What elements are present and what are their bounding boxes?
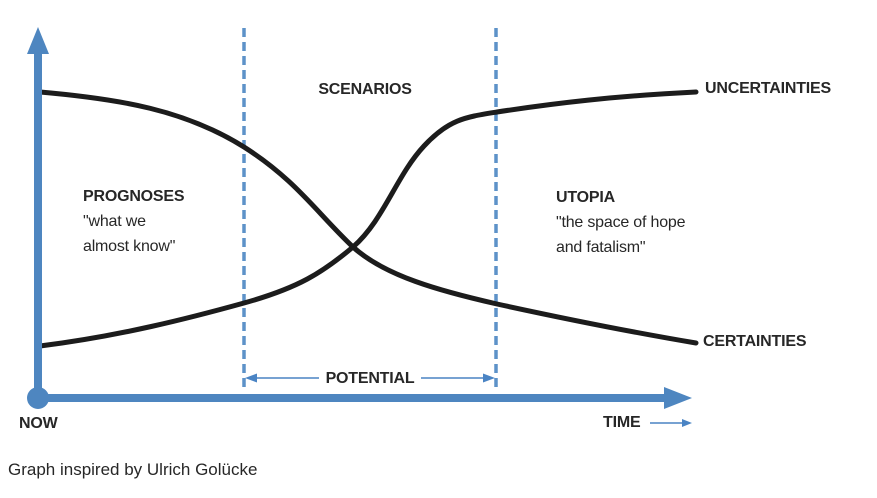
potential-arrowhead-right-icon (483, 373, 495, 383)
utopia-quote-line2: and fatalism" (556, 239, 646, 256)
certainties-label: CERTAINTIES (703, 333, 807, 350)
potential-arrowhead-left-icon (245, 373, 257, 383)
utopia-title: UTOPIA (556, 189, 615, 206)
now-label: NOW (19, 415, 58, 432)
x-axis-arrowhead-icon (664, 387, 692, 409)
time-arrowhead-icon (682, 419, 692, 427)
scenarios-label: SCENARIOS (318, 81, 412, 98)
caption: Graph inspired by Ulrich Golücke (8, 460, 258, 479)
utopia-quote-line1: "the space of hope (556, 214, 686, 231)
uncertainties-curve (37, 89, 699, 349)
y-axis-arrowhead-icon (27, 27, 49, 54)
utopia-annotation: UTOPIA "the space of hope and fatalism" (556, 185, 685, 260)
origin-dot (27, 387, 49, 409)
time-label: TIME (603, 414, 641, 431)
prognoses-annotation: PROGNOSES "what we almost know" (83, 184, 185, 259)
potential-label: POTENTIAL (325, 370, 415, 387)
prognoses-quote-line2: almost know" (83, 238, 176, 255)
prognoses-quote-line1: "what we (83, 213, 146, 230)
prognoses-title: PROGNOSES (83, 188, 185, 205)
uncertainties-label: UNCERTAINTIES (705, 80, 831, 97)
